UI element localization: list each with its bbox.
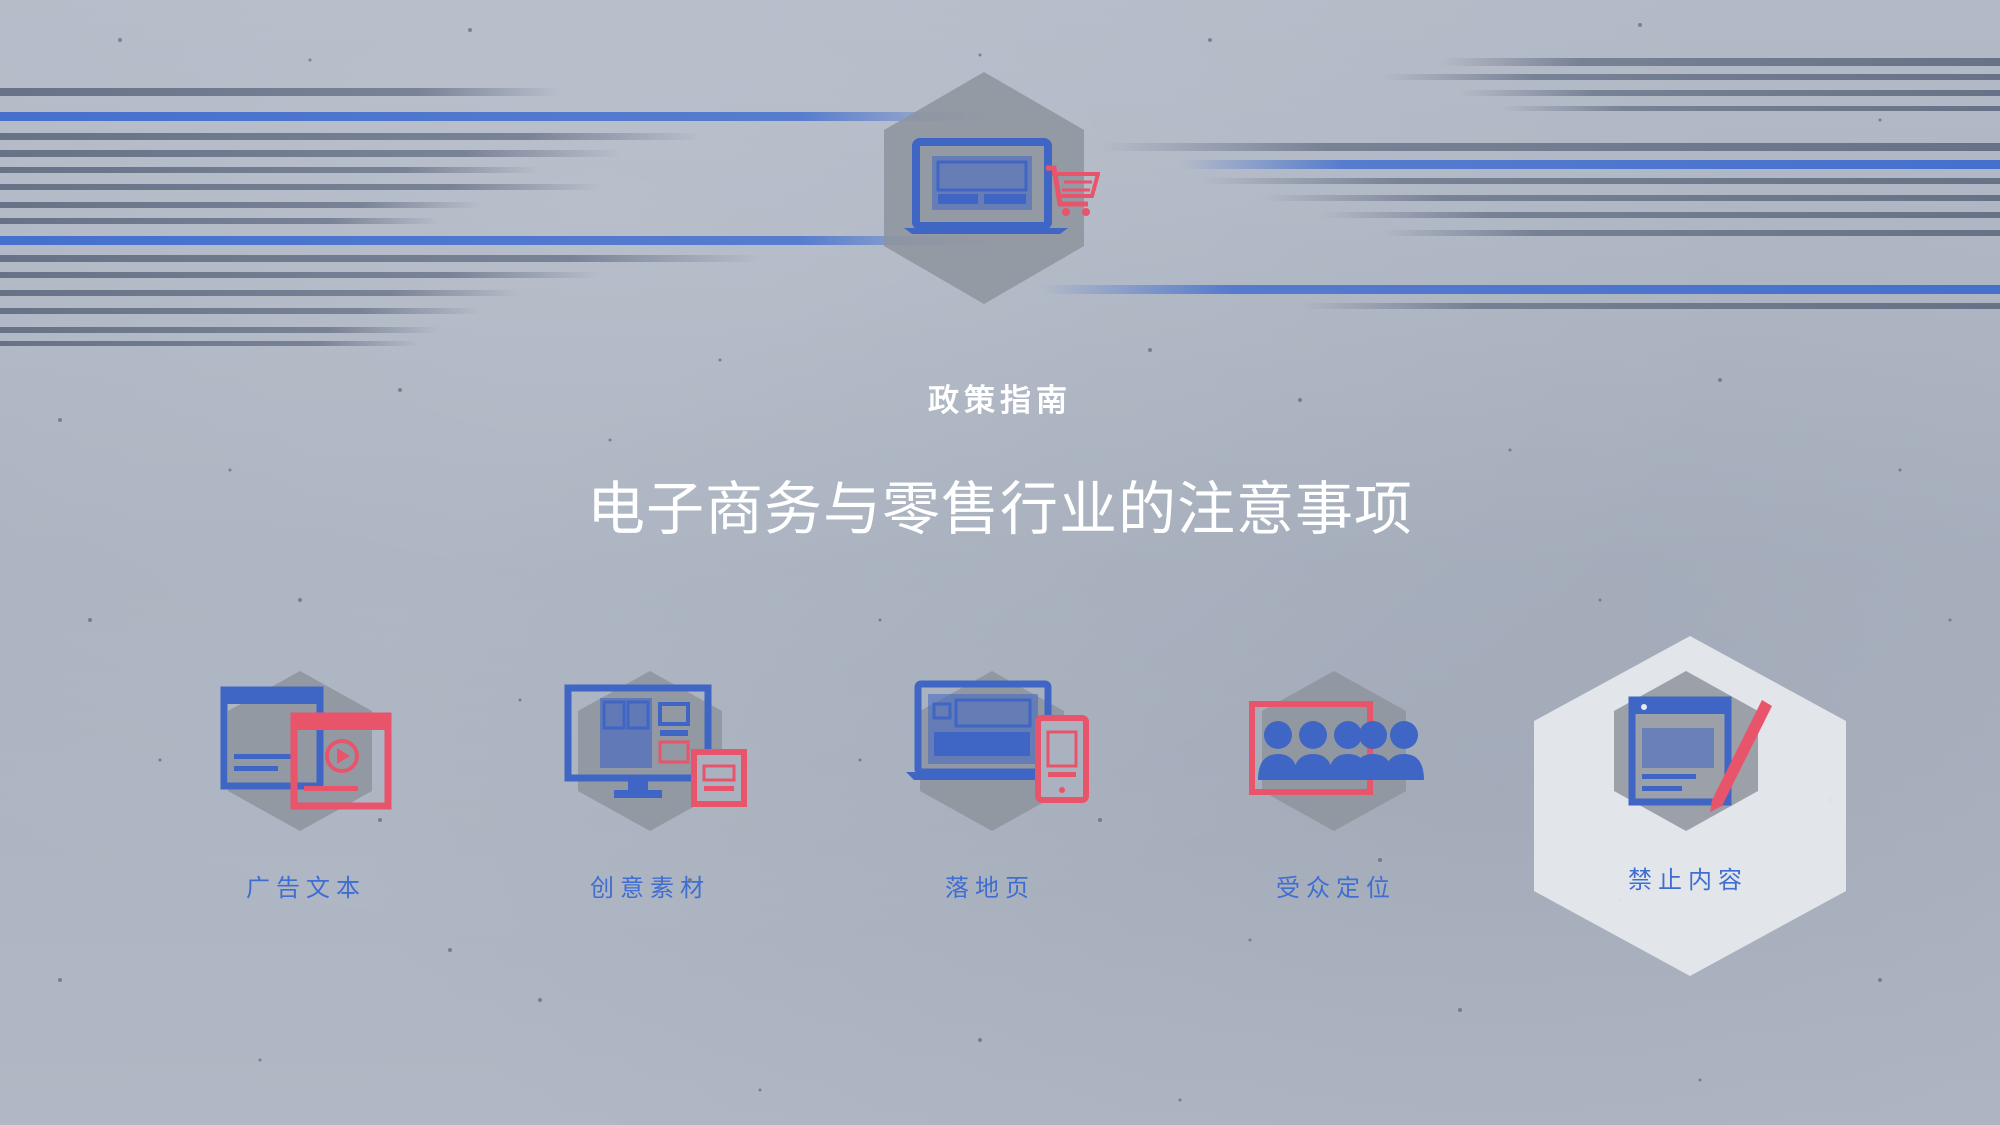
- section-eyebrow: 政策指南: [928, 383, 1072, 419]
- audience-targeting-icon: [1249, 701, 1424, 795]
- nav-item-label: 落地页: [945, 874, 1035, 902]
- prohibited-content-icon: [1628, 696, 1772, 812]
- nav-item-label: 禁止内容: [1628, 866, 1748, 894]
- landing-page-icon: [906, 680, 1089, 803]
- nav-item-label: 受众定位: [1276, 874, 1396, 902]
- page-title: 电子商务与零售行业的注意事项: [586, 475, 1413, 543]
- nav-item-label: 创意素材: [590, 874, 710, 902]
- nav-item-label: 广告文本: [246, 874, 366, 902]
- creative-assets-icon: [564, 684, 747, 807]
- ad-text-icon: [220, 686, 392, 810]
- laptop-shopping-cart-icon: [904, 138, 1100, 234]
